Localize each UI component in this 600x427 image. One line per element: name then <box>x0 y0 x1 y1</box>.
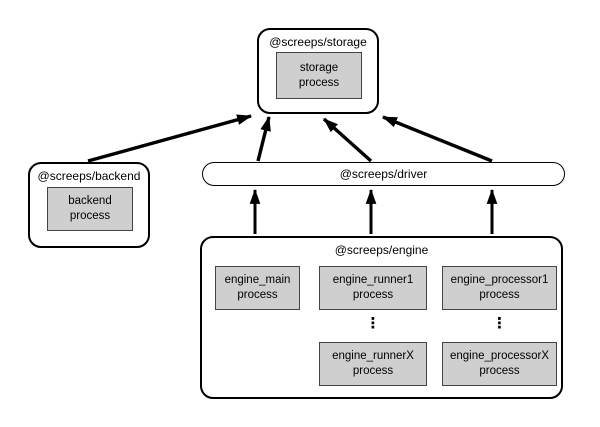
process-type: process <box>69 210 111 222</box>
process-name: engine_main <box>224 274 291 286</box>
vertical-ellipsis-runner: ⋮ <box>365 314 381 332</box>
process-name: backend <box>68 195 112 207</box>
process-box-engine-runnerX: engine_runnerX process <box>319 342 427 386</box>
node-storage: @screeps/storage storage process <box>257 28 379 114</box>
node-backend-label: @screeps/backend <box>37 169 141 183</box>
process-box-engine-runner1: engine_runner1 process <box>319 266 427 310</box>
process-box-storage: storage process <box>276 52 362 99</box>
process-name: storage <box>299 61 339 74</box>
edge-backend-to-storage <box>87 114 253 163</box>
node-backend: @screeps/backend backend process <box>28 162 150 248</box>
edge-driver-to-storage-left <box>256 115 271 162</box>
process-name: engine_processor1 <box>450 274 549 286</box>
node-driver-label: @screeps/driver <box>339 167 428 181</box>
vertical-ellipsis-processor: ⋮ <box>492 314 507 332</box>
node-driver: @screeps/driver <box>202 162 565 186</box>
process-box-backend: backend process <box>47 187 133 231</box>
process-name: engine_processorX <box>449 350 550 362</box>
process-name: engine_runnerX <box>332 350 414 362</box>
process-type: process <box>479 289 520 301</box>
node-engine-label: @screeps/engine <box>334 243 429 257</box>
node-engine: @screeps/engine engine_main process engi… <box>200 236 563 399</box>
process-box-engine-main: engine_main process <box>215 266 300 310</box>
process-box-engine-processor1: engine_processor1 process <box>442 266 557 310</box>
edge-driver-to-storage-right <box>382 115 493 163</box>
process-box-engine-processorX: engine_processorX process <box>442 342 557 386</box>
process-type: process <box>352 289 394 301</box>
process-type: process <box>479 365 520 377</box>
process-name: engine_runner1 <box>332 274 414 286</box>
edge-driver-to-storage-mid <box>322 117 373 163</box>
process-type: process <box>237 289 278 301</box>
process-type: process <box>352 365 394 377</box>
node-storage-label: @screeps/storage <box>269 35 367 49</box>
process-type: process <box>298 76 340 89</box>
